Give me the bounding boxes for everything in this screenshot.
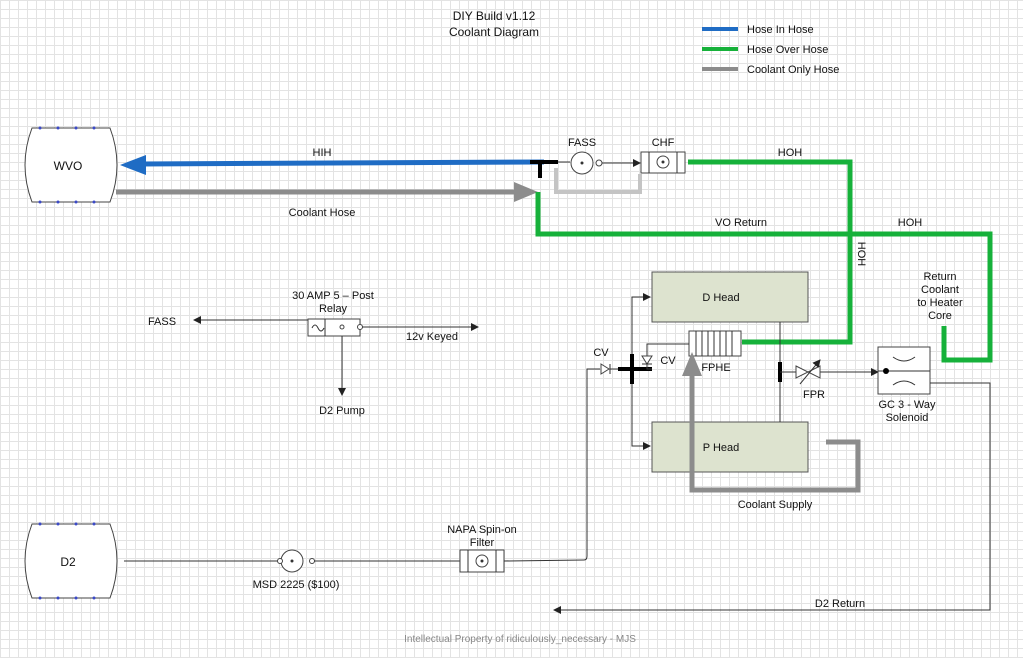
solenoid-label-2: Solenoid <box>886 412 929 424</box>
coolant-hose-line <box>116 182 538 202</box>
vo-return-label: VO Return <box>715 217 767 229</box>
cv-left-label: CV <box>593 347 609 359</box>
coolant-supply-label: Coolant Supply <box>738 499 813 511</box>
keyed-label: 12v Keyed <box>406 331 458 343</box>
coolant-supply-line <box>689 372 861 493</box>
coolant-loop-line <box>554 168 642 194</box>
fass-pump <box>570 151 603 175</box>
hoh-vertical-label: HOH <box>855 242 867 267</box>
fass-relay-label: FASS <box>148 316 176 328</box>
legend-label-coolant: Coolant Only Hose <box>747 64 839 76</box>
d2-pump-label: D2 Pump <box>319 405 365 417</box>
msd-pump <box>277 549 315 573</box>
legend-label-hih: Hose In Hose <box>747 24 814 36</box>
fpr <box>778 359 879 385</box>
legend-label-hoh: Hose Over Hose <box>747 44 828 56</box>
return-coolant-line-3: to Heater <box>917 297 963 309</box>
chf-label: CHF <box>652 137 675 149</box>
chf-filter <box>640 151 686 174</box>
fass-pump-label: FASS <box>568 137 596 149</box>
cv-right-label: CV <box>660 355 676 367</box>
solenoid <box>877 346 931 395</box>
return-coolant-line-1: Return <box>923 271 956 283</box>
solenoid-label-1: GC 3 - Way <box>878 399 936 411</box>
d2-tank-label: D2 <box>60 555 76 569</box>
relay <box>307 318 363 337</box>
d-head-label: D Head <box>702 292 739 304</box>
fphe-label: FPHE <box>701 362 730 374</box>
napa-label-1: NAPA Spin-on <box>447 524 517 536</box>
relay-label-1: 30 AMP 5 – Post <box>292 290 374 302</box>
d2-tank: D2 <box>24 522 118 600</box>
hih-label: HIH <box>313 147 332 159</box>
title-line-1: DIY Build v1.12 <box>453 9 536 23</box>
tee-fitting <box>530 160 558 178</box>
p-head: P Head <box>651 421 809 473</box>
hoh-line-top <box>688 159 853 345</box>
napa-filter <box>459 549 505 573</box>
napa-label-2: Filter <box>470 537 495 549</box>
d2-return-label: D2 Return <box>815 598 865 610</box>
fuel-feed-line <box>503 368 600 562</box>
fpr-label: FPR <box>803 389 825 401</box>
relay-label-2: Relay <box>319 303 348 315</box>
cv-right-valve <box>641 355 653 365</box>
vo-return-line <box>535 192 993 363</box>
coolant-hose-label: Coolant Hose <box>289 207 356 219</box>
msd-label: MSD 2225 ($100) <box>253 579 340 591</box>
p-head-label: P Head <box>703 442 740 454</box>
legend: Hose In Hose Hose Over Hose Coolant Only… <box>702 24 839 76</box>
fphe <box>688 330 742 357</box>
d-head: D Head <box>651 271 809 323</box>
return-coolant-line-4: Core <box>928 310 952 322</box>
hoh-top-label: HOH <box>778 147 803 159</box>
wvo-tank-label: WVO <box>54 159 83 173</box>
coolant-supply-arrow <box>682 352 702 376</box>
footer-credit: Intellectual Property of ridiculously_ne… <box>404 634 636 645</box>
hoh-right-label: HOH <box>898 217 923 229</box>
return-coolant-line-2: Coolant <box>921 284 959 296</box>
wvo-tank: WVO <box>24 126 118 204</box>
cv-left-valve <box>600 363 611 375</box>
title-line-2: Coolant Diagram <box>449 25 539 39</box>
cross-fitting <box>618 354 652 384</box>
d2-return-line <box>553 382 991 614</box>
hih-line <box>120 155 545 175</box>
